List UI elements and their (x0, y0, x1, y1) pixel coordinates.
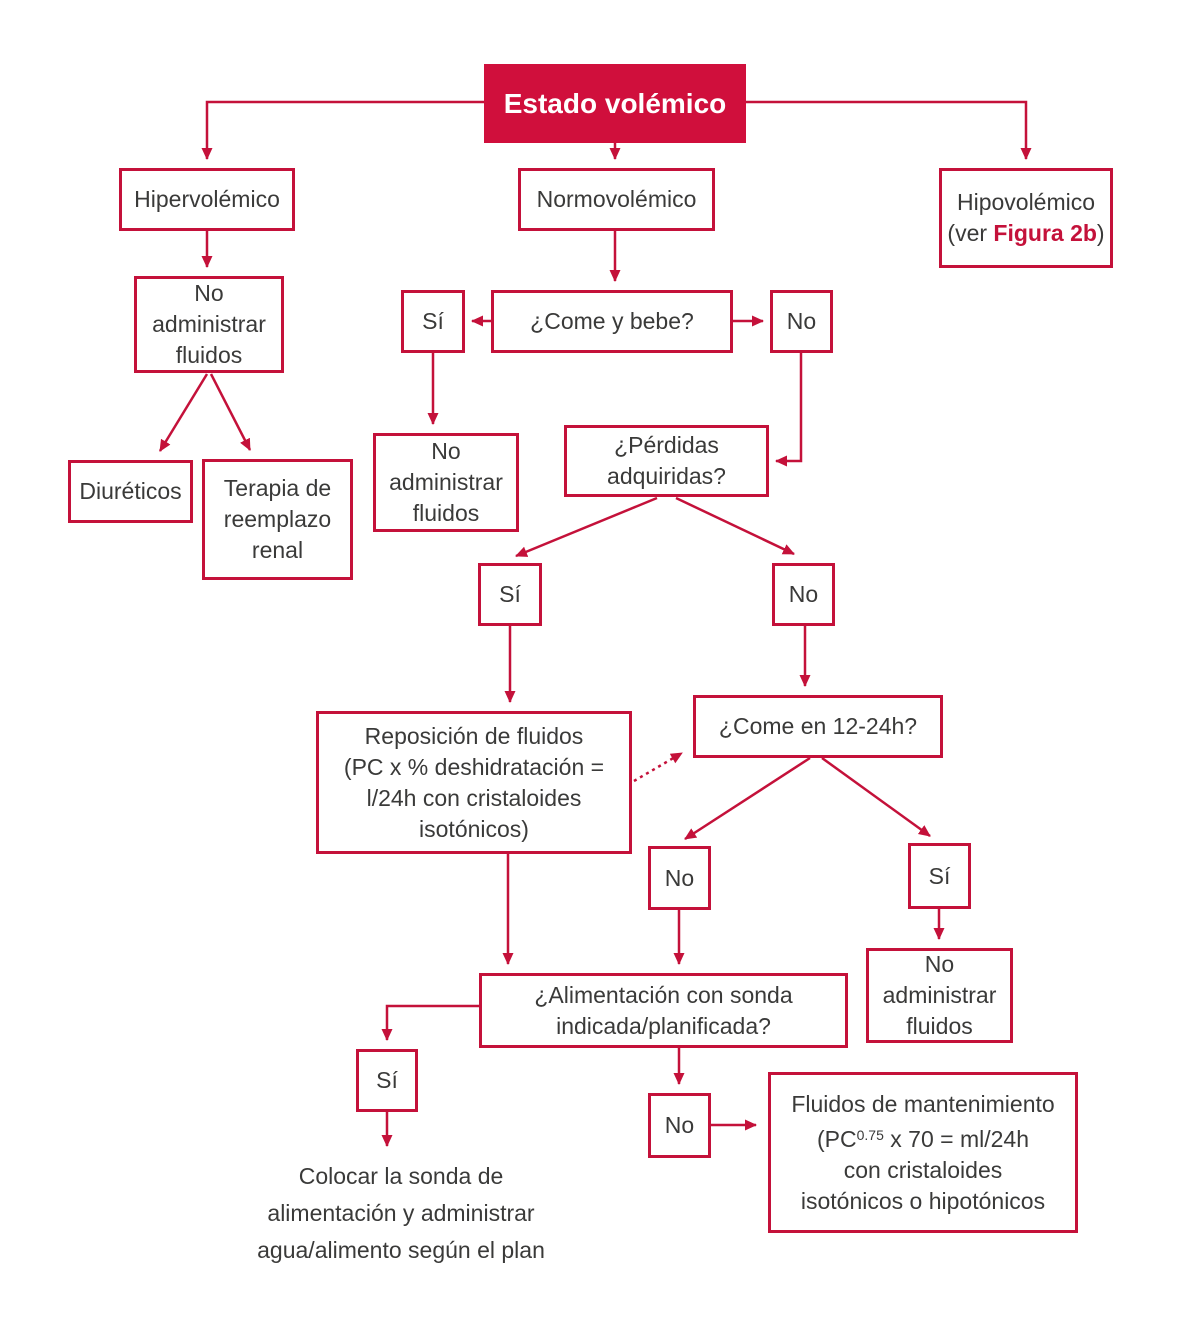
node-diureticos: Diuréticos (68, 460, 193, 523)
node-estado-volemico: Estado volémico (484, 64, 746, 143)
node-label-line: administrar (389, 469, 503, 495)
node-no-perdidas: No (772, 563, 835, 626)
node-no-administrar-fluidos-3: No administrar fluidos (866, 948, 1013, 1043)
node-label-line: No (924, 951, 955, 977)
node-terapia-reemplazo-renal: Terapia de reemplazo renal (202, 459, 353, 580)
node-label-line: Hipovolémico (956, 189, 1096, 215)
node-reposicion-de-fluidos: Reposición de fluidos (PC x % deshidrata… (316, 711, 632, 854)
node-label-line: No (194, 280, 224, 306)
node-fluidos-de-mantenimiento: Fluidos de mantenimiento (PC0.75 x 70 = … (768, 1072, 1078, 1233)
node-label-line: con cristaloides (843, 1156, 1003, 1183)
node-normovolemico: Normovolémico (518, 168, 715, 231)
node-come-en-12-24h: ¿Come en 12-24h? (693, 695, 943, 758)
node-label-line: Terapia de (223, 475, 332, 501)
node-label-line: alimentación y administrar (267, 1200, 535, 1226)
node-label-line: l/24h con cristaloides (366, 784, 582, 811)
node-label-line: reemplazo (223, 506, 332, 532)
node-label-line: adquiridas? (607, 463, 726, 489)
node-si-perdidas: Sí (478, 563, 542, 626)
node-label-line: agua/alimento según el plan (257, 1237, 545, 1263)
connector-dotted-reposicion-to-come1224 (633, 751, 683, 783)
node-hipovolemico: Hipovolémico (ver Figura 2b) (939, 168, 1113, 268)
node-no-administrar-fluidos-2: No administrar fluidos (373, 433, 519, 532)
node-no-come-12-24: No (648, 846, 711, 910)
connector-title-to-hipovolemico (746, 100, 1032, 160)
connector-no-to-perdidas (775, 353, 803, 467)
formula-prefix: (PC (817, 1125, 857, 1152)
node-label-line: ¿Alimentación con sonda (534, 981, 793, 1008)
node-label-line: ¿Pérdidas (614, 432, 719, 458)
connector-perdidas-to-no2 (675, 496, 795, 556)
connector-come1224-to-no3 (684, 756, 811, 841)
connector-noadministrar-to-terapia (209, 373, 252, 451)
node-label-line: (ver Figura 2b) (947, 218, 1104, 249)
node-no-administrar-fluidos-1: No administrar fluidos (134, 276, 284, 373)
node-label-line: Colocar la sonda de (298, 1163, 504, 1189)
connector-title-to-hipervolemico (201, 100, 484, 160)
node-label-line: No (431, 438, 461, 464)
node-label-line: fluidos (906, 1013, 973, 1039)
figure-2b-link[interactable]: Figura 2b (993, 220, 1097, 246)
formula-rest: x 70 = ml/24h (883, 1125, 1029, 1152)
node-label-line: fluidos (412, 500, 480, 526)
node-perdidas-adquiridas: ¿Pérdidas adquiridas? (564, 425, 769, 497)
node-colocar-sonda-text: Colocar la sonda de alimentación y admin… (236, 1158, 566, 1269)
node-come-y-bebe: ¿Come y bebe? (491, 290, 733, 353)
node-no-come-y-bebe: No (770, 290, 833, 353)
node-alimentacion-con-sonda: ¿Alimentación con sonda indicada/planifi… (479, 973, 848, 1048)
formula-exponent: 0.75 (856, 1126, 884, 1143)
figure-ref-prefix: (ver (947, 220, 994, 246)
node-label-line: Fluidos de mantenimiento (791, 1090, 1055, 1117)
node-no-alimentacion: No (648, 1093, 711, 1158)
node-label-line: indicada/planificada? (556, 1012, 771, 1039)
node-hipervolemico: Hipervolémico (119, 168, 295, 231)
connector-alimentacion-to-si4 (381, 1004, 479, 1041)
node-label-line: administrar (882, 982, 997, 1008)
node-label-line: administrar (152, 311, 266, 337)
node-label-line: fluidos (175, 342, 243, 368)
connector-come1224-to-si3 (821, 756, 931, 838)
node-si-come-y-bebe: Sí (401, 290, 465, 353)
node-label-line: isotónicos o hipotónicos (800, 1187, 1046, 1214)
node-label-line: Reposición de fluidos (364, 722, 584, 749)
figure-ref-suffix: ) (1096, 220, 1105, 246)
connector-perdidas-to-si2 (515, 496, 658, 558)
connector-noadministrar-to-diureticos (158, 373, 209, 452)
node-label-line: (PC0.75 x 70 = ml/24h (817, 1120, 1029, 1155)
node-label-line: isotónicos) (419, 815, 529, 842)
node-label-line: renal (251, 537, 304, 563)
node-si-come-12-24: Sí (908, 843, 971, 909)
node-si-alimentacion: Sí (356, 1049, 418, 1112)
node-label-line: (PC x % deshidratación = (343, 753, 605, 780)
